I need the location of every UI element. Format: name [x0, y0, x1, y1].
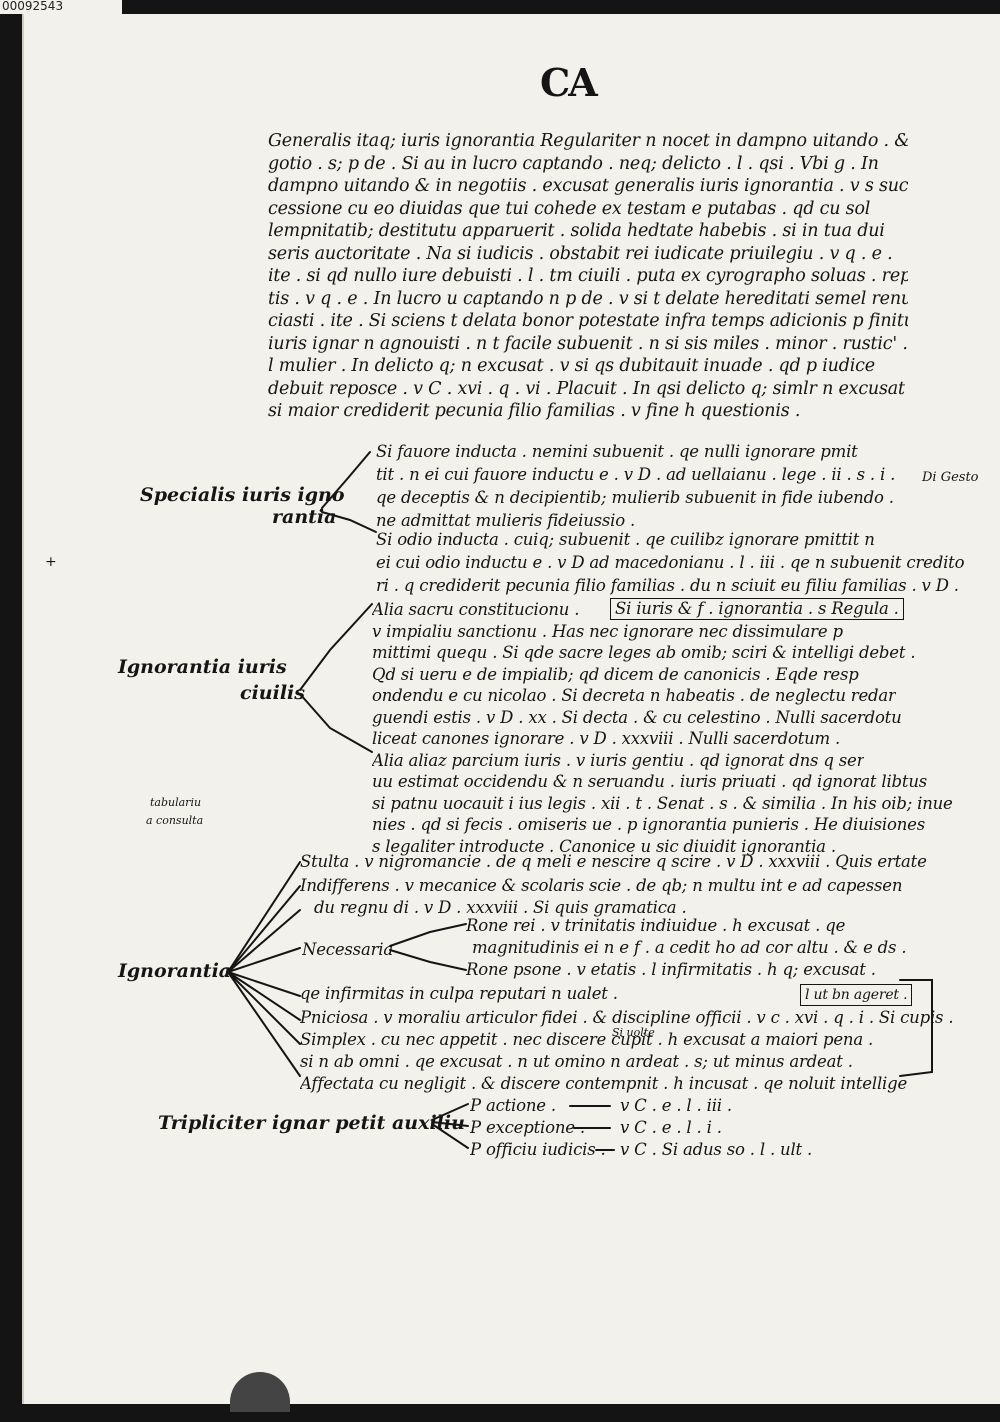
manuscript-page [22, 14, 1000, 1404]
specialis-label-line1: Specialis iuris igno [140, 484, 345, 506]
ignorantia-line-5: magnitudinis ei n e f . a cedit ho ad co… [472, 938, 907, 957]
top-line-9: ciasti . ite . Si sciens t delata bonor … [268, 311, 908, 331]
insert-note: Si uolte [612, 1026, 655, 1039]
top-line-10: iuris ignar n agnouisti . n t facile sub… [268, 333, 908, 354]
top-line-6: seris auctoritate . Na si iudicis . obst… [268, 243, 893, 264]
fan-stroke-4 [227, 947, 301, 973]
iuris-line-11: nies . qd si fecis . omiseris ue . p ign… [372, 815, 925, 834]
specialis-a-line-2: tit . n ei cui fauore inductu e . v D . … [376, 465, 896, 484]
tripliciter-ref-2: v C . e . l . i . [620, 1118, 722, 1137]
left-note-1: tabulariu [150, 796, 202, 809]
fan-stroke-3 [227, 909, 301, 973]
specialis-b-line-3: ri . q crediderit pecunia filio familias… [376, 576, 959, 595]
iuris-line-4: Qd si ueru e de impialib; qd dicem de ca… [372, 664, 859, 684]
tripliciter-term-2: P exceptione . [470, 1118, 585, 1137]
iuris-line-12: s legaliter introducte . Canonice u sic … [372, 836, 836, 856]
boxed-note-ut-bene: l ut bn ageret . [800, 984, 913, 1006]
folio-mark: CA [540, 60, 598, 105]
fan-stroke-8 [227, 971, 301, 1077]
iuris-line-10: si patnu uocauit i ius legis . xii . t .… [372, 793, 953, 813]
top-line-3: dampno uitando & in negotiis . excusat g… [268, 176, 908, 196]
specialis-upper-stroke [321, 451, 371, 509]
ignorantia-line-11: Affectata cu negligit . & discere contem… [300, 1074, 908, 1093]
iuris-line-5: ondendu e cu nicolao . Si decreta n habe… [372, 686, 896, 705]
ignorantia-line-4: Rone rei . v trinitatis indiuidue . h ex… [466, 916, 846, 935]
iuris-line-7: liceat canones ignorare . v D . xxxviii … [372, 729, 841, 748]
ignorantia-line-10: si n ab omni . qe excusat . n ut omino n… [300, 1052, 853, 1071]
specialis-a-line-3: qe deceptis & n decipientib; mulierib su… [376, 488, 894, 507]
ignorantia-iuris-label-line2: ciuilis [240, 682, 305, 704]
specialis-label-line2: rantia [272, 506, 337, 528]
top-line-11: l mulier . In delicto q; n excusat . v s… [268, 356, 875, 376]
iuris-line-6: guendi estis . v D . xx . Si decta . & c… [372, 707, 902, 727]
top-line-2: gotio . s; p de . Si au in lucro captand… [268, 153, 879, 174]
iuris-upper-stroke [299, 603, 373, 691]
tripliciter-label: Tripliciter ignar petit auxiliu [158, 1112, 465, 1134]
top-line-1: Generalis itaq; iuris ignorantia Regular… [268, 131, 908, 151]
ignorantia-line-6: Rone psone . v etatis . l infirmitatis .… [466, 960, 876, 979]
fan-stroke-5 [227, 971, 301, 997]
specialis-a-line-1: Si fauore inducta . nemini subuenit . qe… [376, 442, 858, 461]
boxed-note-regula: Si iuris & f . ignorantia . s Regula . [610, 598, 904, 620]
iuris-line-9: uu estimat occidendu & n seruandu . iuri… [372, 772, 928, 791]
ignorantia-line-1: Stulta . v nigromancie . de q meli e nes… [300, 852, 927, 871]
tripliciter-term-3: P officiu iudicis . [470, 1140, 606, 1159]
ignorantia-line-8: Pniciosa . v moraliu articulor fidei . &… [300, 1008, 954, 1027]
ignorantia-line-2: Indifferens . v mecanice & scolaris scie… [300, 876, 903, 895]
fan-stroke-6 [227, 971, 301, 1021]
right-bracket [899, 979, 933, 1077]
fan-stroke-2 [227, 885, 301, 973]
iuris-line-8: Alia aliaz parcium iuris . v iuris genti… [372, 750, 865, 770]
top-line-5: lempnitatib; destitutu apparuerit . soli… [268, 221, 885, 241]
trip-stroke-1 [431, 1103, 469, 1121]
necessaria-label: Necessaria [302, 940, 393, 959]
ignorantia-line-7: qe infirmitas in culpa reputari n ualet … [300, 984, 618, 1003]
archive-id: 00092543 [0, 0, 122, 14]
specialis-b-line-1: Si odio inducta . cuiq; subuenit . qe cu… [376, 530, 875, 549]
specialis-a-line-4: ne admittat mulieris fideiussio . [376, 511, 636, 530]
page-edge-shadow [230, 1372, 290, 1412]
fan-stroke-1 [227, 861, 301, 973]
ignorantia-line-9: Simplex . cu nec appetit . nec discere c… [300, 1030, 874, 1049]
trip-stroke-3 [431, 1123, 469, 1149]
top-line-8: tis . v q . e . In lucro u captando n p … [268, 288, 908, 309]
left-note-2: a consulta [146, 814, 204, 827]
tripliciter-ref-1: v C . e . l . iii . [620, 1096, 732, 1115]
necessaria-upper-stroke [389, 923, 467, 947]
iuris-line-2: v impialiu sanctionu . Has nec ignorare … [372, 621, 843, 641]
margin-plus-mark: + [45, 554, 57, 570]
specialis-lower-stroke [321, 511, 377, 533]
top-line-7: ite . si qd nullo iure debuisti . l . tm… [268, 266, 908, 286]
tripliciter-ref-3: v C . Si adus so . l . ult . [620, 1140, 813, 1159]
top-line-12: debuit reposce . v C . xvi . q . vi . Pl… [268, 378, 908, 399]
trip-stroke-2 [431, 1121, 469, 1127]
top-line-4: cessione cu eo diuidas que tui cohede ex… [268, 198, 871, 219]
tripliciter-term-1: P actione . [470, 1096, 556, 1115]
margin-note-digesto: Di Gesto [922, 470, 979, 485]
ignorantia-iuris-label-line1: Ignorantia iuris [118, 656, 287, 678]
necessaria-lower-stroke [389, 949, 467, 971]
iuris-line-1: Alia sacru constitucionu . [372, 600, 580, 619]
iuris-lower-stroke [299, 693, 373, 753]
top-line-13: si maior crediderit pecunia filio famili… [268, 401, 801, 421]
specialis-b-line-2: ei cui odio inductu e . v D ad macedonia… [376, 553, 965, 572]
fan-stroke-7 [227, 971, 301, 1045]
ignorantia-label: Ignorantia [118, 960, 232, 982]
ignorantia-line-3: du regnu di . v D . xxxviii . Si quis gr… [314, 898, 687, 917]
iuris-line-3: mittimi quequ . Si qde sacre leges ab om… [372, 643, 916, 662]
